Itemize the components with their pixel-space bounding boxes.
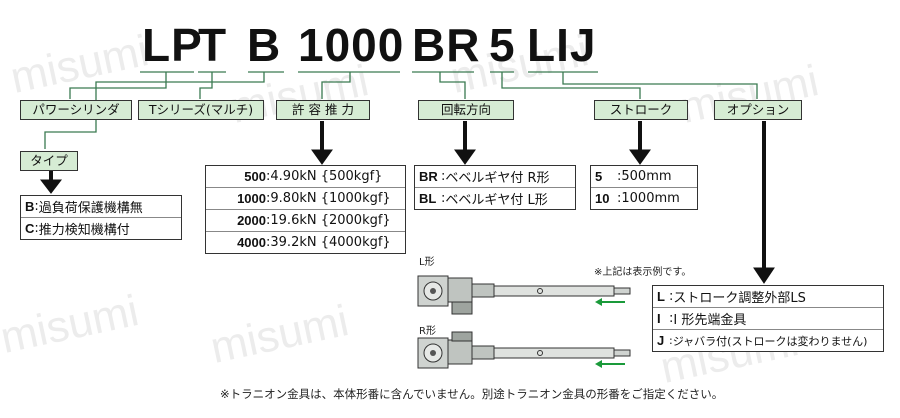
option-code: C [25, 221, 35, 236]
cylinder-r-image [417, 331, 631, 369]
option-text: I 形先端金具 [673, 313, 747, 328]
code-lij: LIJ [527, 19, 597, 71]
type-options-box: B:過負荷保護機構無 C:推力検知機構付 [20, 195, 182, 240]
option-text: 推力検知機構付 [38, 223, 130, 238]
leader-1000 [321, 72, 351, 99]
label-power-cylinder: パワーシリンダ [20, 100, 132, 120]
option-code: J [657, 333, 665, 348]
leader-t [199, 72, 213, 99]
figure-l-label: L形 [419, 257, 435, 268]
option-text: ジャバラ付(ストロークは変わりません) [672, 334, 868, 348]
code-lp: LP [142, 19, 203, 71]
label-option: オプション [714, 100, 802, 120]
thrust-option-row: 500:4.90kN {500kgf} [206, 166, 405, 188]
label-rotation-direction: 回転方向 [418, 100, 514, 120]
figure-note: ※上記は表示例です。 [594, 267, 692, 278]
option-text: ベベルギヤ付 L形 [445, 193, 548, 208]
type-option-row: C:推力検知機構付 [25, 221, 130, 238]
option-options-box: L:ストローク調整外部LS I:I 形先端金具 J:ジャバラ付(ストロークは変わ… [652, 285, 884, 352]
option-text: 19.6kN {2000kgf} [270, 213, 391, 228]
arrow-option [753, 267, 775, 284]
label-t-series: Tシリーズ(マルチ) [138, 100, 264, 120]
thrust-options-box: 500:4.90kN {500kgf} 1000:9.80kN {1000kgf… [205, 165, 406, 254]
type-option-row: B:過負荷保護機構無 [21, 196, 181, 218]
stroke-option-row: 10:1000mm [595, 191, 680, 206]
label-stroke: ストローク [594, 100, 688, 120]
label-type: タイプ [20, 151, 78, 171]
leader-br [439, 72, 466, 99]
label-allowable-thrust: 許 容 推 力 [276, 100, 370, 120]
option-text: 4.90kN {500kgf} [270, 169, 383, 184]
arrow-thrust [311, 149, 333, 165]
option-text: 9.80kN {1000kgf} [270, 191, 391, 206]
thrust-option-row: 4000:39.2kN {4000kgf} [206, 232, 405, 253]
option-code: 2000 [237, 213, 266, 228]
arrow-type [39, 179, 63, 194]
rotation-options-box: BR:ベベルギヤ付 R形 BL:ベベルギヤ付 L形 [414, 165, 576, 210]
option-code: B [25, 199, 35, 214]
option-code: 500 [244, 169, 266, 184]
leader-lij [562, 72, 758, 99]
option-code: I [657, 311, 661, 326]
cylinder-l-image [417, 275, 631, 315]
stroke-options-box: 5:500mm 10:1000mm [590, 165, 698, 210]
figure-r-label: R形 [419, 326, 436, 337]
thrust-option-row: 2000:19.6kN {2000kgf} [206, 210, 405, 232]
option-code: BL [419, 191, 437, 206]
code-br: BR [412, 19, 481, 71]
leader-5 [501, 72, 641, 99]
code-t: T [198, 19, 228, 71]
option-code: 1000 [237, 191, 266, 206]
option-row: L:ストローク調整外部LS [653, 286, 883, 308]
code-1000: 1000 [298, 19, 405, 71]
option-text: ストローク調整外部LS [673, 291, 806, 306]
rotation-option-row: BR:ベベルギヤ付 R形 [415, 166, 575, 188]
option-code: BR [419, 169, 438, 184]
rotation-option-row: BL:ベベルギヤ付 L形 [419, 191, 548, 208]
option-text: 1000mm [621, 191, 680, 206]
arrow-rotation [454, 149, 476, 165]
option-text: 500mm [621, 169, 672, 184]
option-code: 4000 [237, 235, 266, 250]
option-text: 過負荷保護機構無 [38, 201, 143, 216]
stroke-option-row: 5:500mm [591, 166, 697, 188]
option-code: 10 [595, 191, 610, 206]
code-b: B [247, 19, 282, 71]
thrust-option-row: 1000:9.80kN {1000kgf} [206, 188, 405, 210]
option-text: 39.2kN {4000kgf} [270, 235, 391, 250]
option-code: 5 [595, 169, 603, 184]
option-text: ベベルギヤ付 R形 [445, 171, 550, 186]
option-row: I:I 形先端金具 [653, 308, 883, 330]
code-5: 5 [489, 19, 516, 71]
cylinder-illustrations [417, 275, 631, 369]
arrow-stroke [629, 149, 651, 165]
leader-lp [69, 72, 167, 99]
option-row: J:ジャバラ付(ストロークは変わりません) [657, 333, 868, 348]
option-code: L [657, 289, 665, 304]
footnote: ※トラニオン金具は、本体形番に含んでいません。別途トラニオン金具の形番をご指定く… [220, 387, 724, 401]
